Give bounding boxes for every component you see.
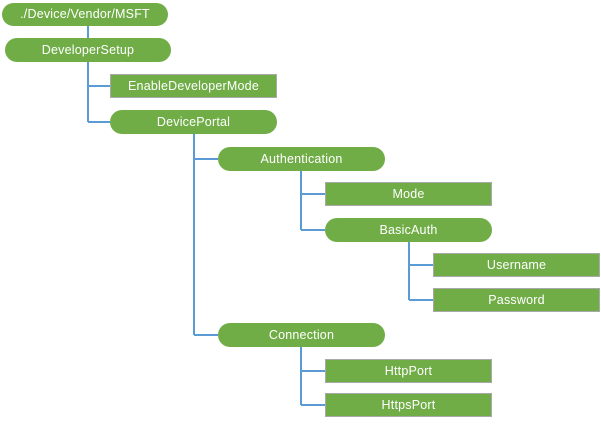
node-connection[interactable]: Connection — [218, 323, 385, 347]
node-httpport[interactable]: HttpPort — [325, 359, 492, 383]
node-basicauth[interactable]: BasicAuth — [325, 218, 492, 242]
node-mode-label: Mode — [392, 186, 425, 201]
node-authentication[interactable]: Authentication — [218, 147, 385, 171]
node-username[interactable]: Username — [433, 253, 600, 277]
node-enabledevelopermode-label: EnableDeveloperMode — [128, 78, 259, 93]
node-password-label: Password — [488, 292, 545, 307]
node-root[interactable]: ./Device/Vendor/MSFT — [2, 3, 168, 26]
node-developersetup-label: DeveloperSetup — [41, 42, 135, 57]
node-password[interactable]: Password — [433, 288, 600, 312]
node-developersetup[interactable]: DeveloperSetup — [5, 38, 171, 62]
node-deviceportal-label: DevicePortal — [156, 114, 231, 129]
node-deviceportal[interactable]: DevicePortal — [110, 110, 277, 134]
node-connection-label: Connection — [268, 327, 335, 342]
node-username-label: Username — [486, 257, 547, 272]
node-httpport-label: HttpPort — [384, 363, 433, 378]
node-root-label: ./Device/Vendor/MSFT — [20, 7, 150, 22]
node-mode[interactable]: Mode — [325, 182, 492, 206]
node-enabledevelopermode[interactable]: EnableDeveloperMode — [110, 74, 277, 98]
node-authentication-label: Authentication — [260, 151, 343, 166]
node-httpsport[interactable]: HttpsPort — [325, 393, 492, 417]
node-httpsport-label: HttpsPort — [381, 397, 436, 412]
node-basicauth-label: BasicAuth — [379, 222, 438, 237]
